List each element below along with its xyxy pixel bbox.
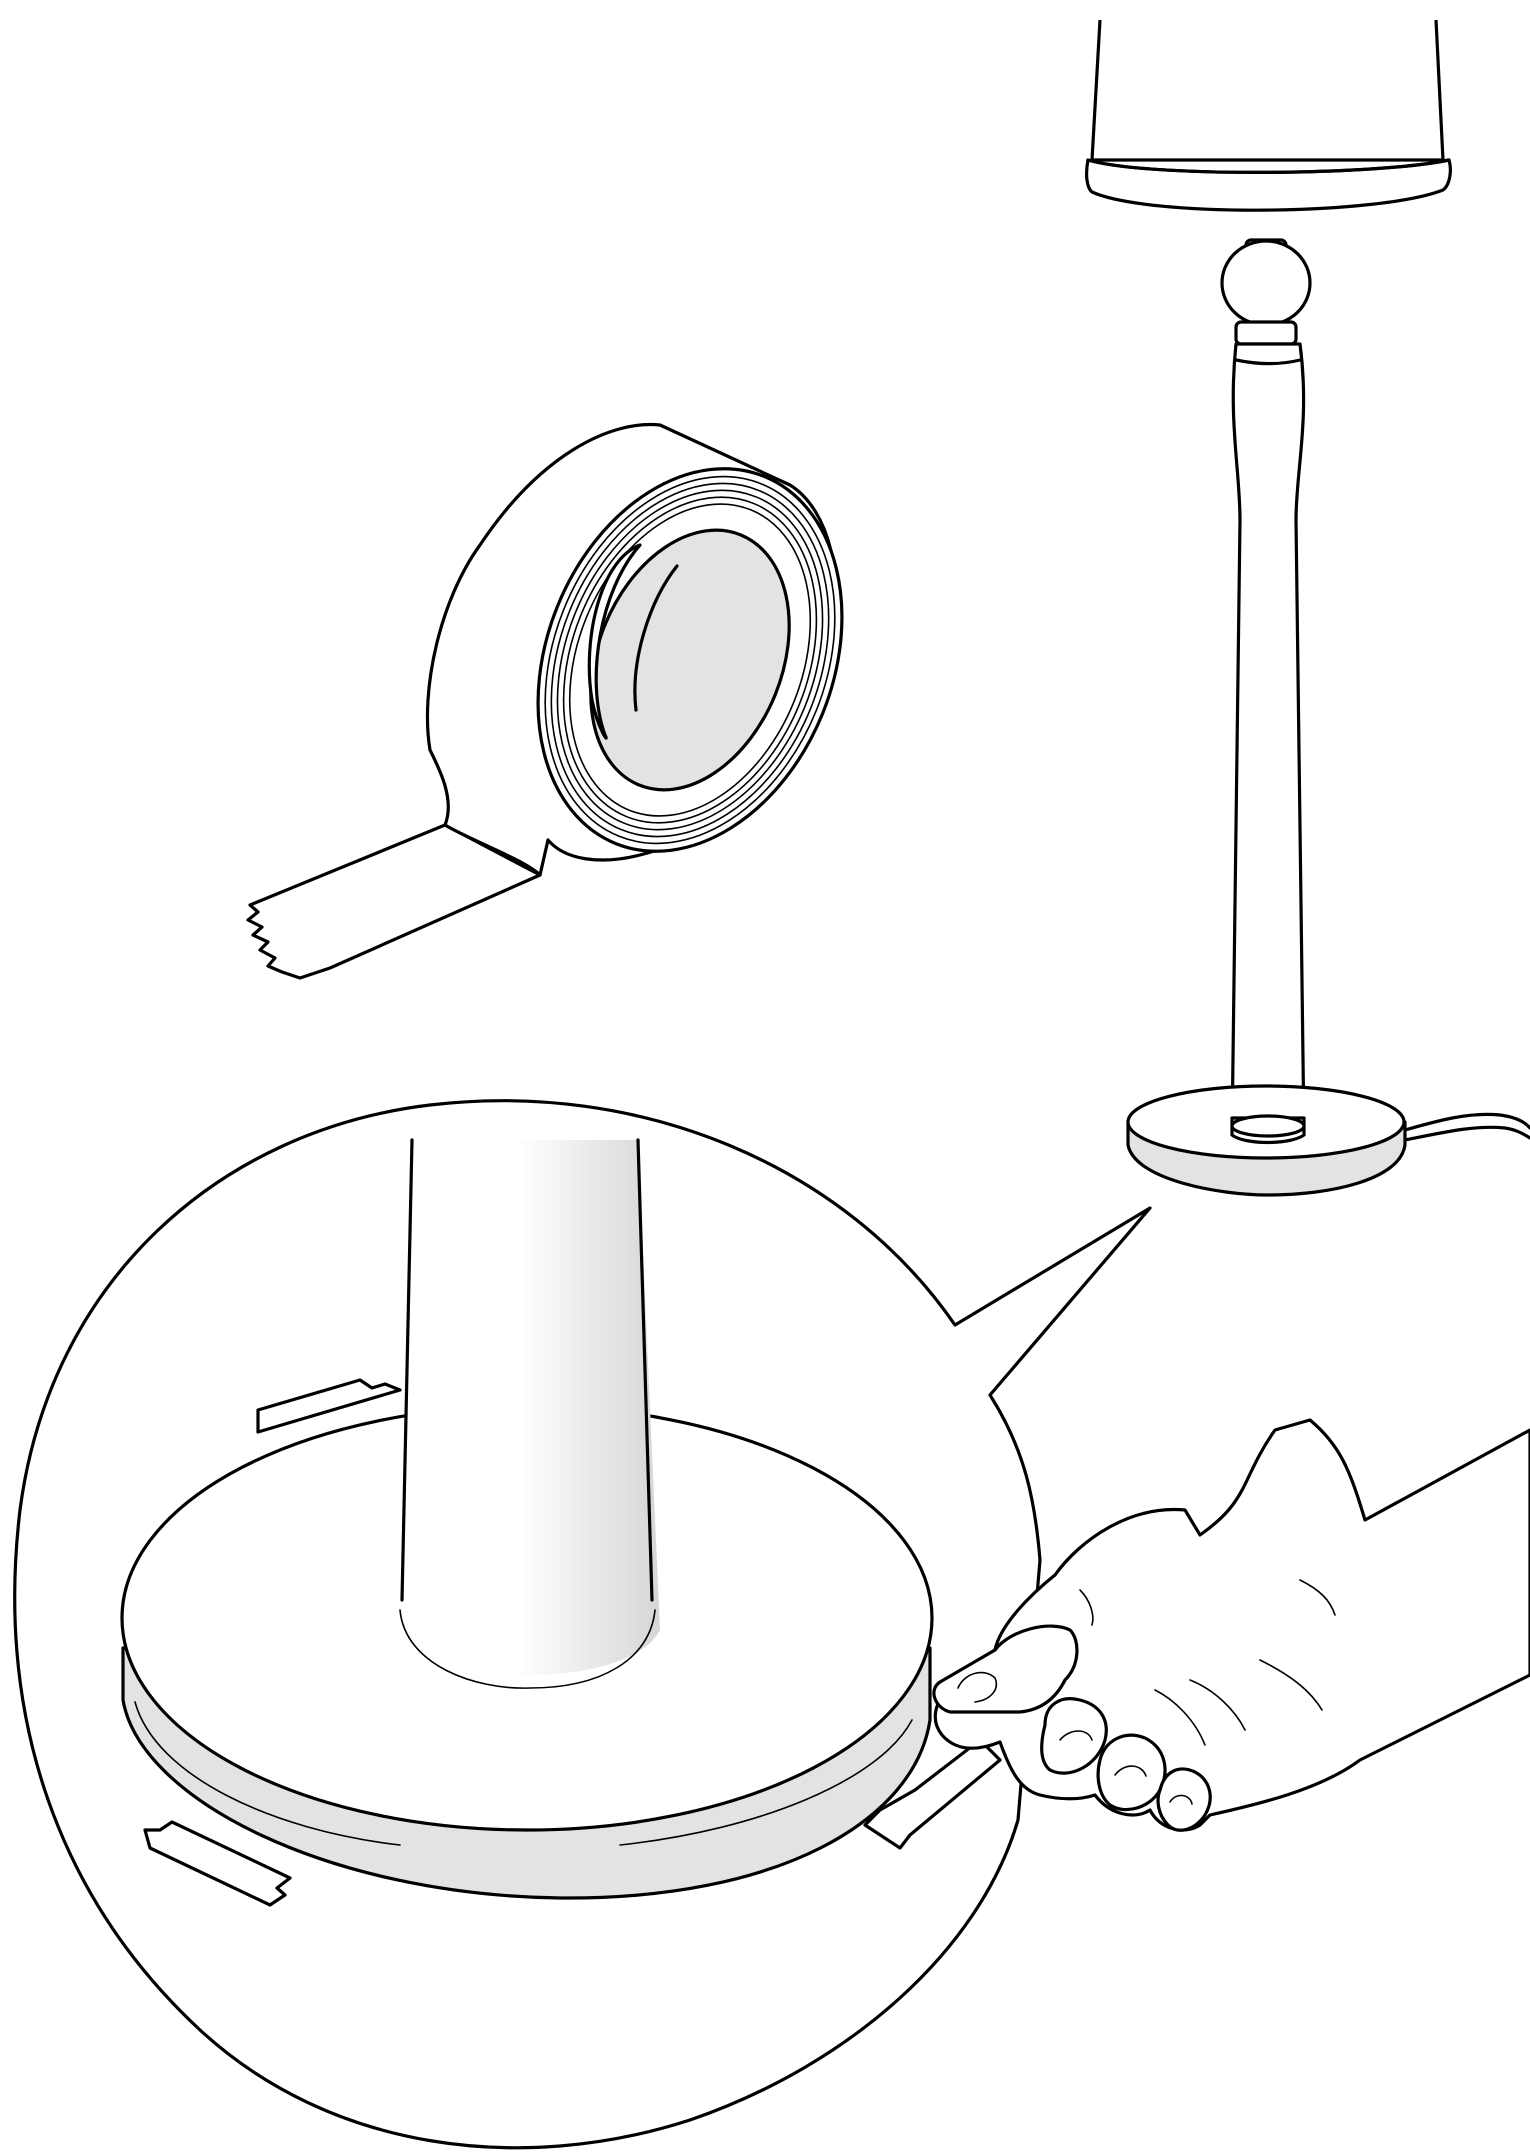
finger-2 [1098,1735,1165,1809]
lamp-pole [1232,344,1304,1135]
lamp-shade [1092,20,1443,160]
floor-lamp [1087,20,1530,1195]
lamp-ball [1222,241,1310,325]
tape-roll [248,423,897,978]
detail-callout [15,1101,1150,2148]
